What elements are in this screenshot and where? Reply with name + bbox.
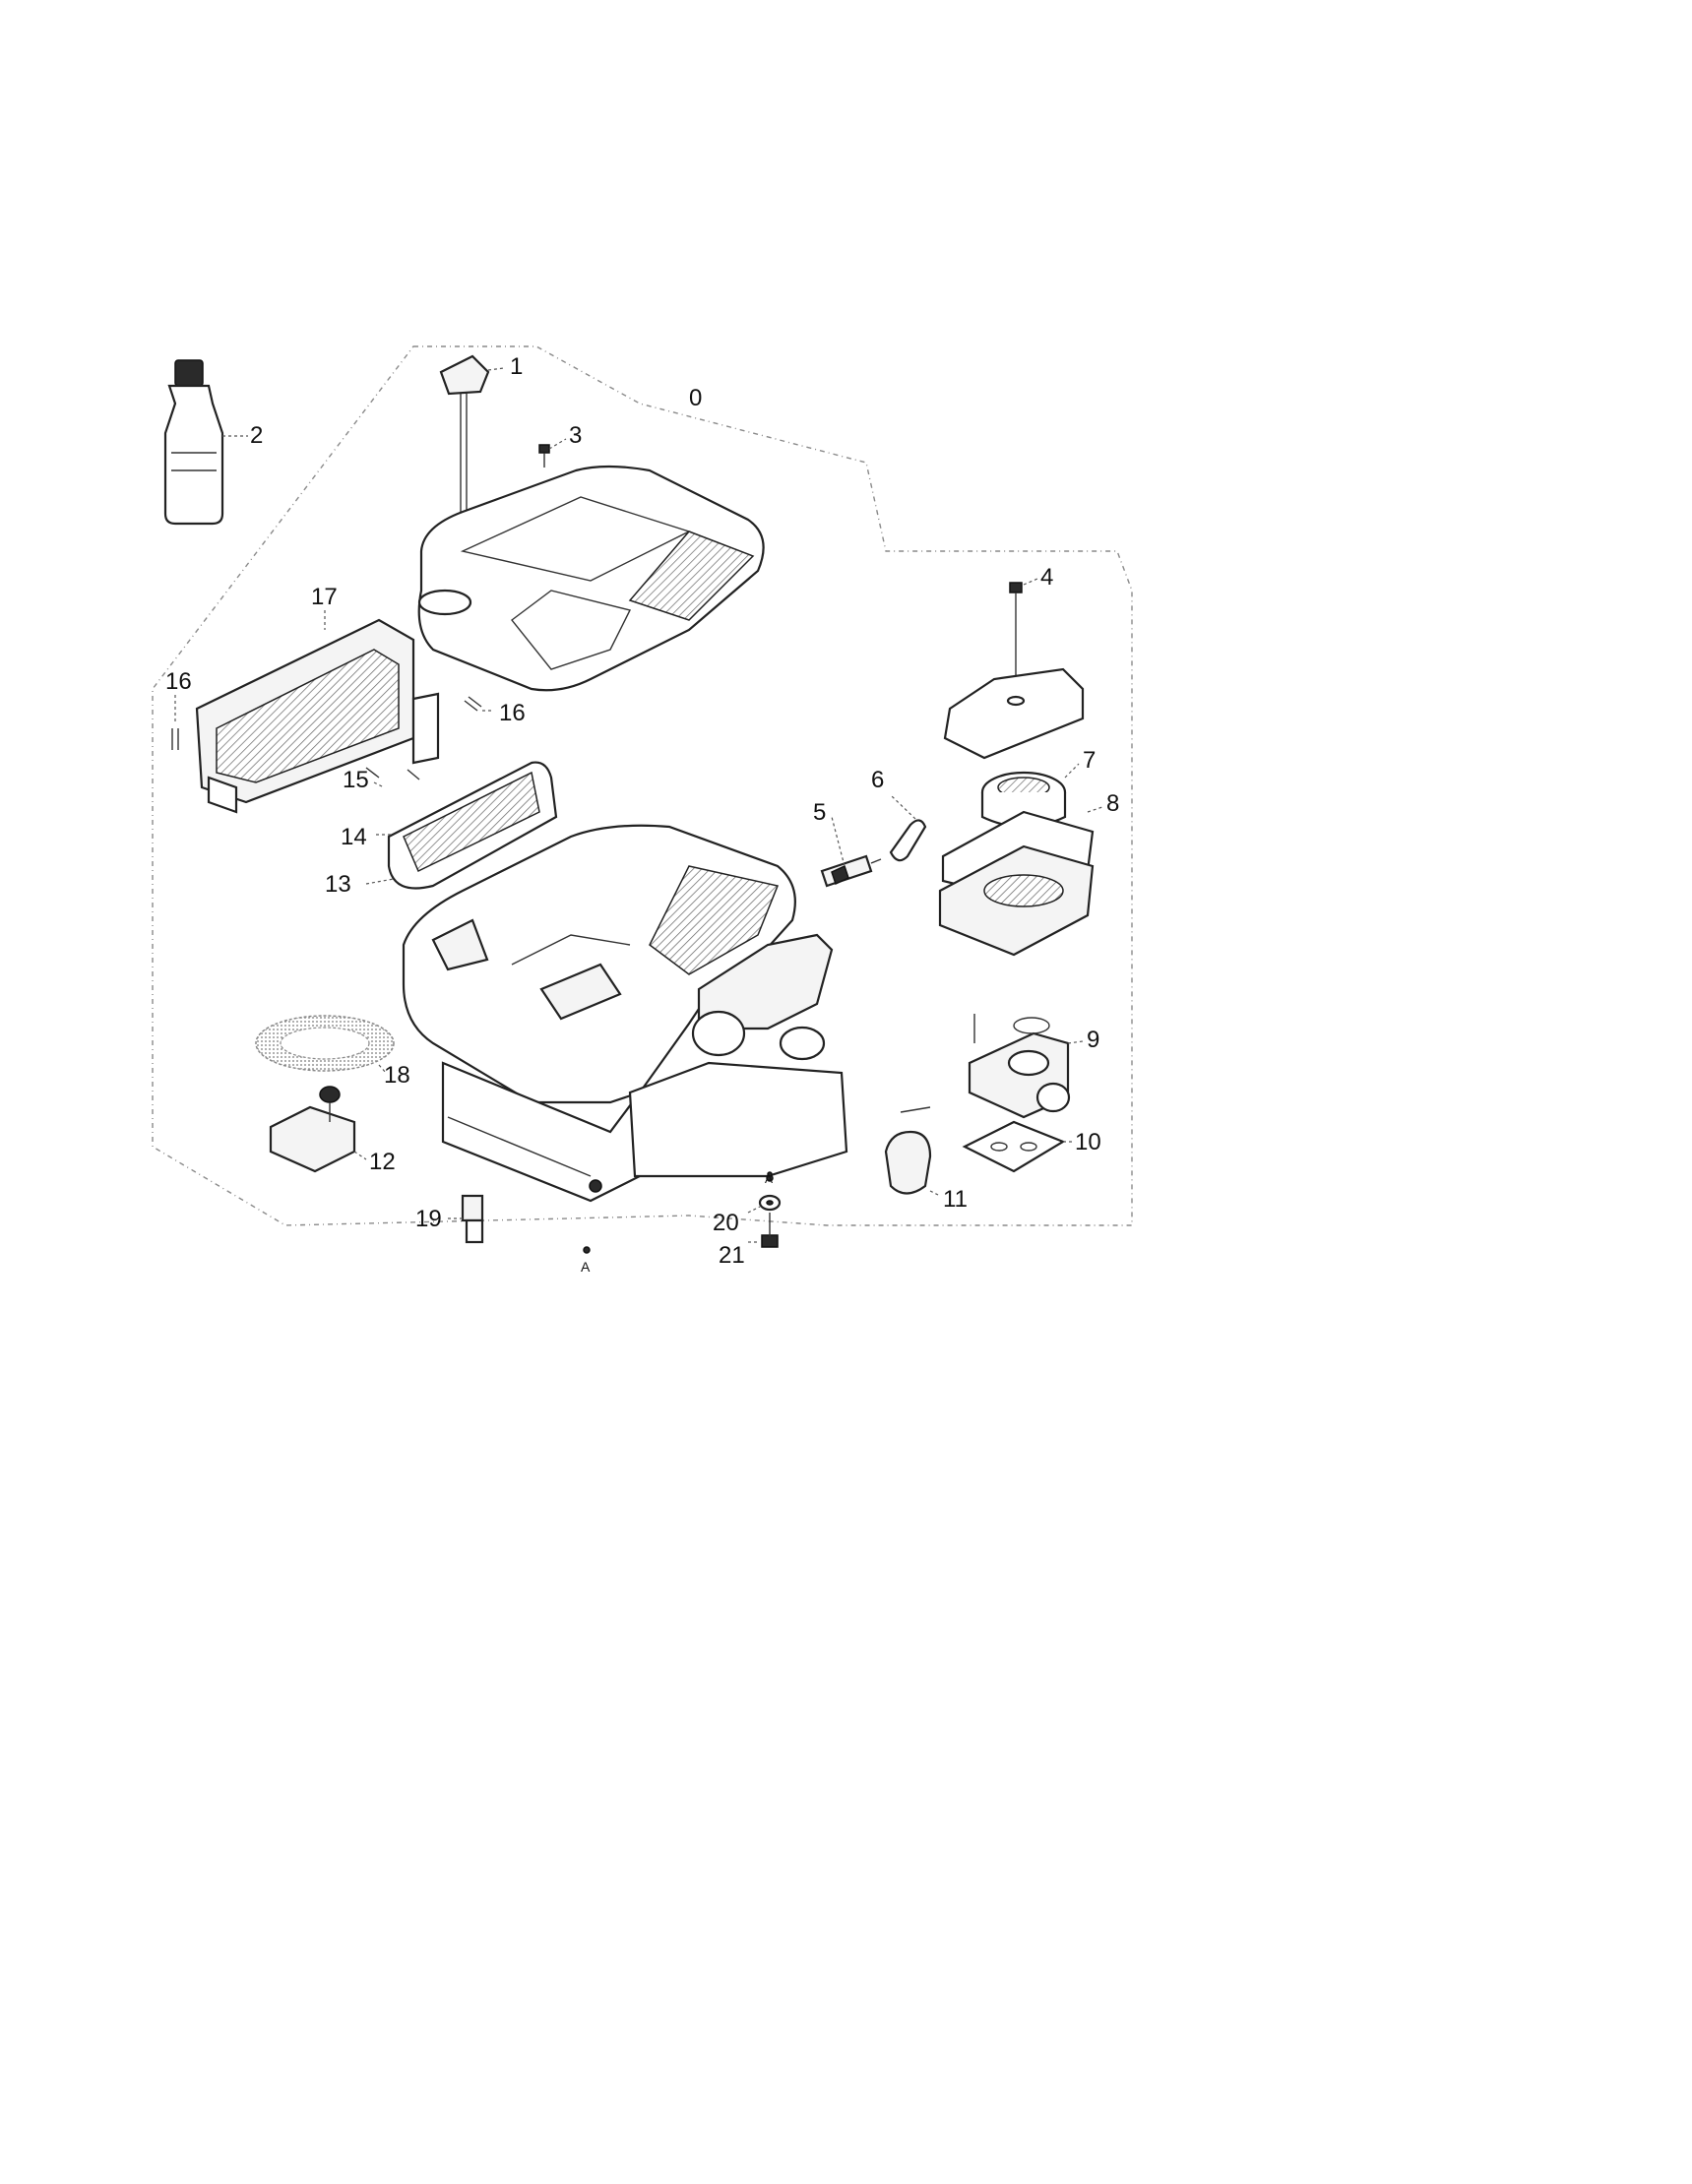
label-part-20: 20: [713, 1210, 739, 1236]
label-part-7: 7: [1083, 747, 1096, 774]
air-filter-element: [980, 771, 1067, 829]
carburetor: [968, 1014, 1071, 1119]
reference-point-a2: [767, 1171, 773, 1177]
primer-bulb: [884, 1106, 932, 1195]
label-part-3: 3: [569, 422, 582, 449]
bolt: [761, 1213, 779, 1248]
guard-screw-left: [171, 728, 179, 750]
base-gasket: [255, 1015, 395, 1072]
stud: [461, 1194, 484, 1244]
label-part-13: 13: [325, 871, 351, 898]
reference-marker-a: A: [581, 1259, 591, 1275]
fuel-tank: [691, 933, 834, 1061]
engine-shroud: [417, 465, 765, 692]
reference-point-a1: [583, 1246, 591, 1254]
carburetor-gasket: [962, 1120, 1066, 1173]
washer: [758, 1174, 782, 1212]
engine-block: [402, 824, 796, 1104]
reference-marker-a: A: [765, 1172, 773, 1186]
muffler: [387, 761, 558, 890]
label-part-8: 8: [1106, 790, 1119, 817]
spark-plug-boot: [889, 819, 927, 862]
muffler-bolts: [365, 767, 420, 780]
label-part-21: 21: [719, 1242, 745, 1269]
label-part-5: 5: [813, 799, 826, 826]
muffler-guard: [195, 618, 440, 814]
label-part-6: 6: [871, 767, 884, 793]
label-part-2: 2: [250, 422, 263, 449]
label-part-10: 10: [1075, 1129, 1101, 1155]
oil-bottle: [163, 359, 224, 526]
guard-screw-right: [464, 696, 482, 712]
label-part-18: 18: [384, 1062, 410, 1089]
label-part-19: 19: [415, 1206, 442, 1232]
label-part-1: 1: [510, 353, 523, 380]
screw: [538, 444, 550, 468]
label-part-14: 14: [341, 824, 367, 850]
label-part-9: 9: [1087, 1027, 1099, 1053]
air-cleaner-cover: [943, 667, 1085, 760]
label-part-15: 15: [343, 767, 369, 793]
label-part-16-left: 16: [165, 668, 192, 695]
air-cleaner-base: [938, 810, 1095, 957]
engine-crankcase: [441, 1061, 848, 1203]
spark-plug: [820, 854, 882, 888]
label-part-16-right: 16: [499, 700, 526, 726]
label-part-0: 0: [689, 385, 702, 411]
label-part-4: 4: [1040, 564, 1053, 591]
assembly-boundary: [152, 345, 1133, 1226]
label-part-11: 11: [943, 1186, 968, 1213]
spanner-tool: [269, 1086, 356, 1173]
label-part-12: 12: [369, 1149, 396, 1175]
label-part-17: 17: [311, 584, 338, 610]
